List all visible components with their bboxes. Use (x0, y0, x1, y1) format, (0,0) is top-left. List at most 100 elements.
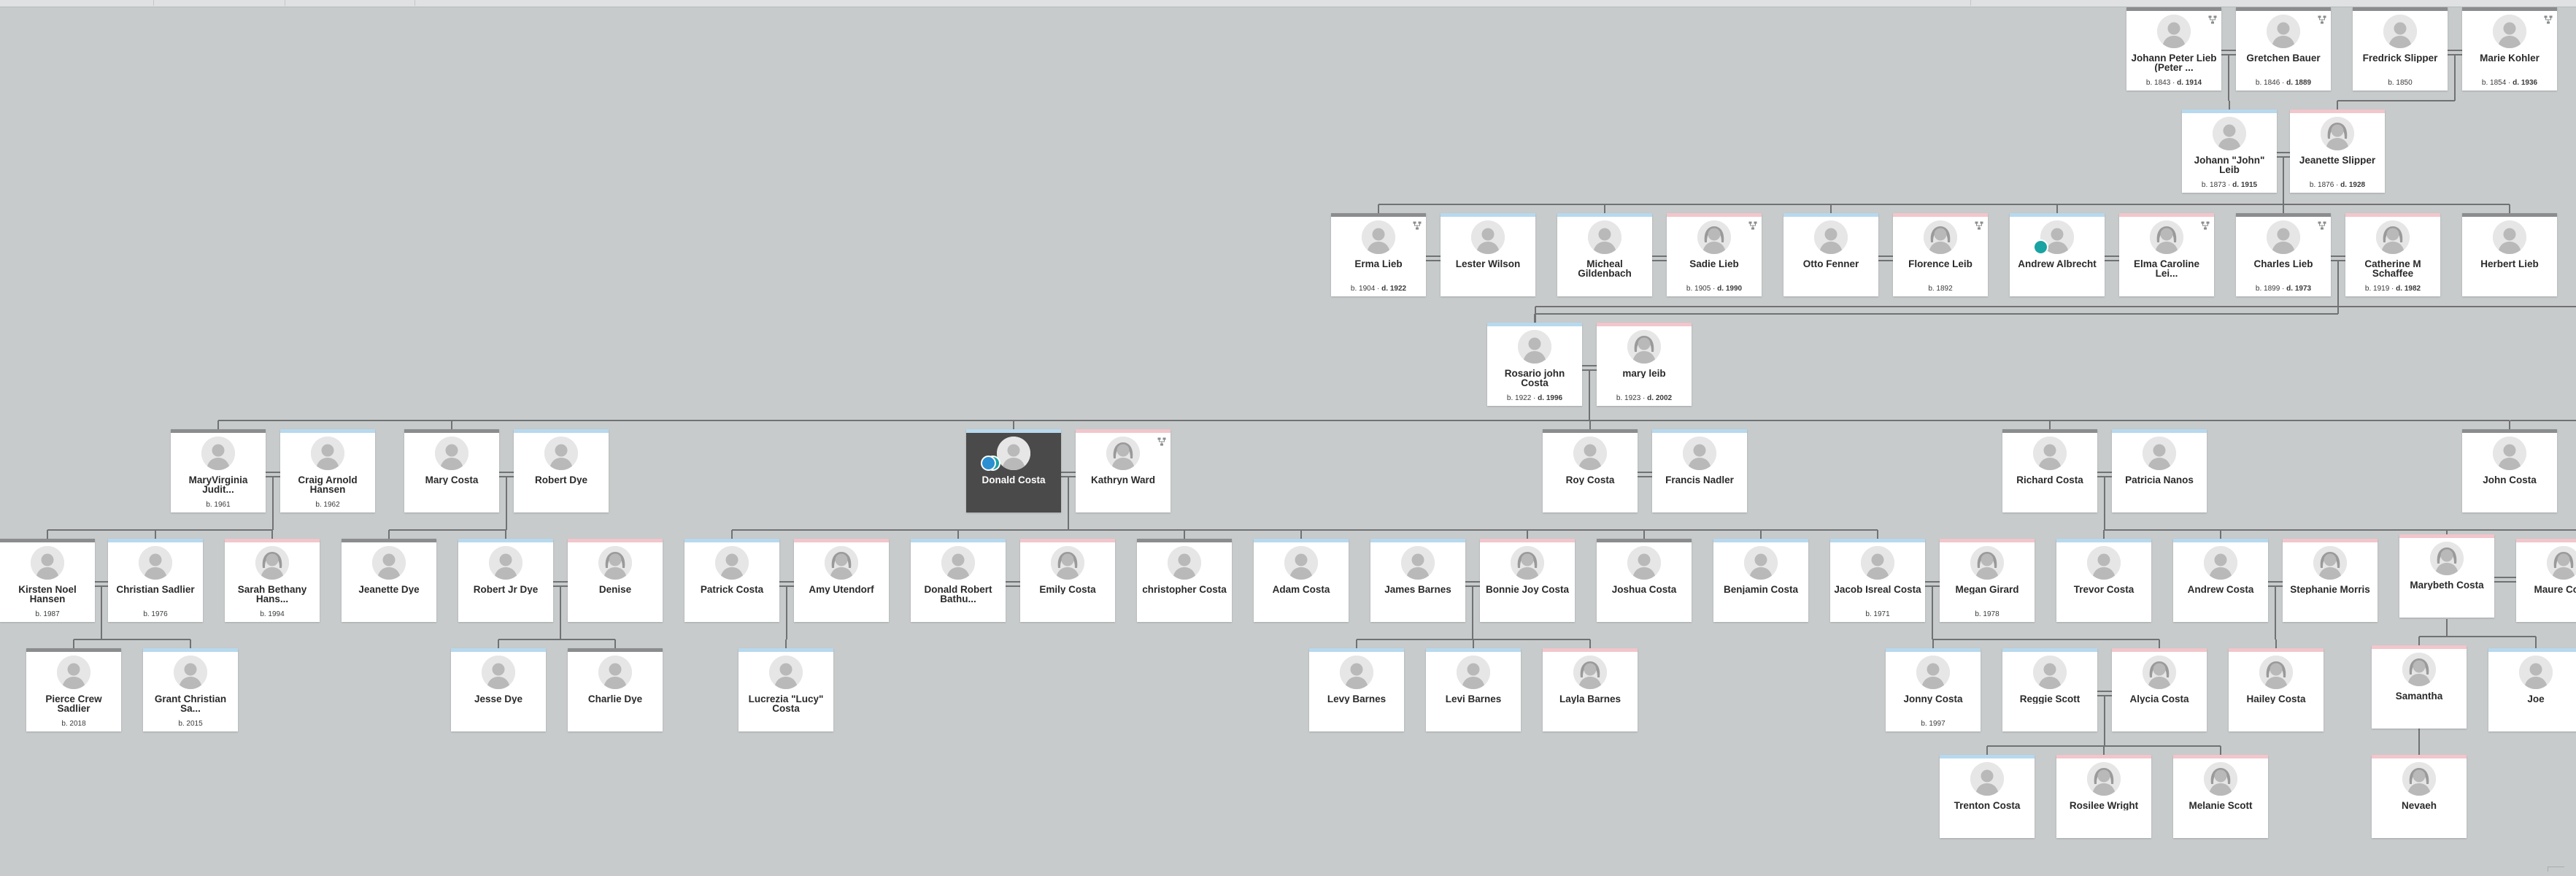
person-card-marybeth[interactable]: Marybeth Costa (2399, 534, 2494, 618)
person-card-otto[interactable]: Otto Fenner (1783, 213, 1878, 296)
person-card-joe[interactable]: Joe (2488, 648, 2576, 731)
person-silhouette-icon (2267, 15, 2300, 48)
person-card-micheal[interactable]: Micheal Gildenbach (1557, 213, 1652, 296)
birth-date: b. 1850 (2388, 79, 2413, 87)
person-card-trevor[interactable]: Trevor Costa (2056, 539, 2151, 622)
birth-date: b. 1919 (2364, 285, 2390, 293)
person-card-herbert[interactable]: Herbert Lieb (2462, 213, 2557, 296)
person-card-kathryn[interactable]: Kathryn Ward (1076, 429, 1171, 512)
person-card-benjamin[interactable]: Benjamin Costa (1713, 539, 1808, 622)
person-card-bonnie[interactable]: Bonnie Joy Costa (1480, 539, 1575, 622)
person-card-john-c[interactable]: John Costa (2462, 429, 2557, 512)
person-silhouette-icon (1744, 546, 1778, 580)
person-card-emily[interactable]: Emily Costa (1020, 539, 1115, 622)
person-card-johann-peter[interactable]: Johann Peter Lieb (Peter ...b. 1843 · d.… (2126, 7, 2221, 91)
person-card-elma[interactable]: Elma Caroline Lei... (2119, 213, 2214, 296)
person-card-jesse[interactable]: Jesse Dye (451, 648, 546, 731)
family-tree-hint-icon[interactable] (1157, 437, 1166, 446)
person-name: Andrew Albrecht (2018, 259, 2097, 269)
death-date: d. 1982 (2396, 285, 2421, 293)
family-tree-hint-icon[interactable] (1975, 221, 1983, 230)
person-card-stephanie[interactable]: Stephanie Morris (2283, 539, 2378, 622)
person-name: Layla Barnes (1559, 694, 1621, 704)
family-tree-hint-icon[interactable] (2201, 221, 2210, 230)
person-card-grant[interactable]: Grant Christian Sa...b. 2015 (143, 648, 238, 731)
person-card-lester[interactable]: Lester Wilson (1441, 213, 1535, 296)
person-card-alycia[interactable]: Alycia Costa (2112, 648, 2207, 731)
person-card-richard[interactable]: Richard Costa (2002, 429, 2097, 512)
person-name: Elma Caroline Lei... (2133, 259, 2200, 278)
person-card-christopher[interactable]: christopher Costa (1137, 539, 1232, 622)
person-name: Kathryn Ward (1090, 475, 1155, 485)
person-card-donald-rb[interactable]: Donald Robert Bathu... (911, 539, 1006, 622)
person-card-levi[interactable]: Levi Barnes (1426, 648, 1521, 731)
person-card-denise[interactable]: Denise (568, 539, 663, 622)
person-card-trenton[interactable]: Trenton Costa (1940, 755, 2035, 838)
person-silhouette-icon (2402, 762, 2436, 796)
person-card-jeanette-d[interactable]: Jeanette Dye (342, 539, 436, 622)
family-tree-hint-icon[interactable] (2318, 221, 2326, 230)
person-card-lucrezia[interactable]: Lucrezia "Lucy" Costa (739, 648, 833, 731)
person-dates: b. 2015 (143, 720, 238, 728)
person-card-hailey[interactable]: Hailey Costa (2229, 648, 2324, 731)
person-card-roy[interactable]: Roy Costa (1543, 429, 1638, 512)
person-card-james[interactable]: James Barnes (1370, 539, 1465, 622)
person-card-adam[interactable]: Adam Costa (1254, 539, 1349, 622)
person-card-patricia[interactable]: Patricia Nanos (2112, 429, 2207, 512)
person-card-joshua[interactable]: Joshua Costa (1597, 539, 1692, 622)
person-card-robert-dye[interactable]: Robert Dye (514, 429, 609, 512)
person-silhouette-icon (2493, 437, 2526, 470)
birth-date: b. 1892 (1928, 285, 1953, 293)
person-dates: b. 1899 · d. 1973 (2236, 285, 2331, 293)
person-card-reggie[interactable]: Reggie Scott (2002, 648, 2097, 731)
person-card-nevaeh[interactable]: Nevaeh (2372, 755, 2467, 838)
person-silhouette-icon (2493, 220, 2526, 254)
family-tree-hint-icon[interactable] (2544, 15, 2553, 24)
person-silhouette-icon (255, 546, 289, 580)
family-tree-hint-icon[interactable] (1413, 221, 1422, 230)
person-card-charlie[interactable]: Charlie Dye (568, 648, 663, 731)
person-card-mary-c[interactable]: Mary Costa (404, 429, 499, 512)
person-card-samantha[interactable]: Samantha (2372, 645, 2467, 729)
person-card-patrick[interactable]: Patrick Costa (685, 539, 779, 622)
person-card-donald[interactable]: Donald Costa (966, 429, 1061, 512)
person-card-robert-jr[interactable]: Robert Jr Dye (458, 539, 553, 622)
person-card-francis[interactable]: Francis Nadler (1652, 429, 1747, 512)
family-tree-hint-icon[interactable] (1748, 221, 1757, 230)
person-card-maure[interactable]: Maure Costa (2516, 539, 2576, 622)
person-card-rosilee[interactable]: Rosilee Wright (2056, 755, 2151, 838)
toolbar-segment (0, 0, 154, 6)
person-card-sarah[interactable]: Sarah Bethany Hans...b. 1994 (225, 539, 320, 622)
person-card-andrew-c[interactable]: Andrew Costa (2173, 539, 2268, 622)
person-card-maryvirginia[interactable]: MaryVirginia Judit...b. 1961 (171, 429, 266, 512)
status-indicator-dot (981, 456, 996, 471)
person-card-levy[interactable]: Levy Barnes (1309, 648, 1404, 731)
person-card-amy[interactable]: Amy Utendorf (794, 539, 889, 622)
family-tree-hint-icon[interactable] (2208, 15, 2217, 24)
person-name: Robert Jr Dye (473, 585, 539, 594)
person-card-andrew-a[interactable]: Andrew Albrecht (2010, 213, 2105, 296)
person-card-layla[interactable]: Layla Barnes (1543, 648, 1638, 731)
person-name: Rosario john Costa (1504, 369, 1565, 388)
person-card-melanie[interactable]: Melanie Scott (2173, 755, 2268, 838)
family-tree-hint-icon[interactable] (2318, 15, 2326, 24)
